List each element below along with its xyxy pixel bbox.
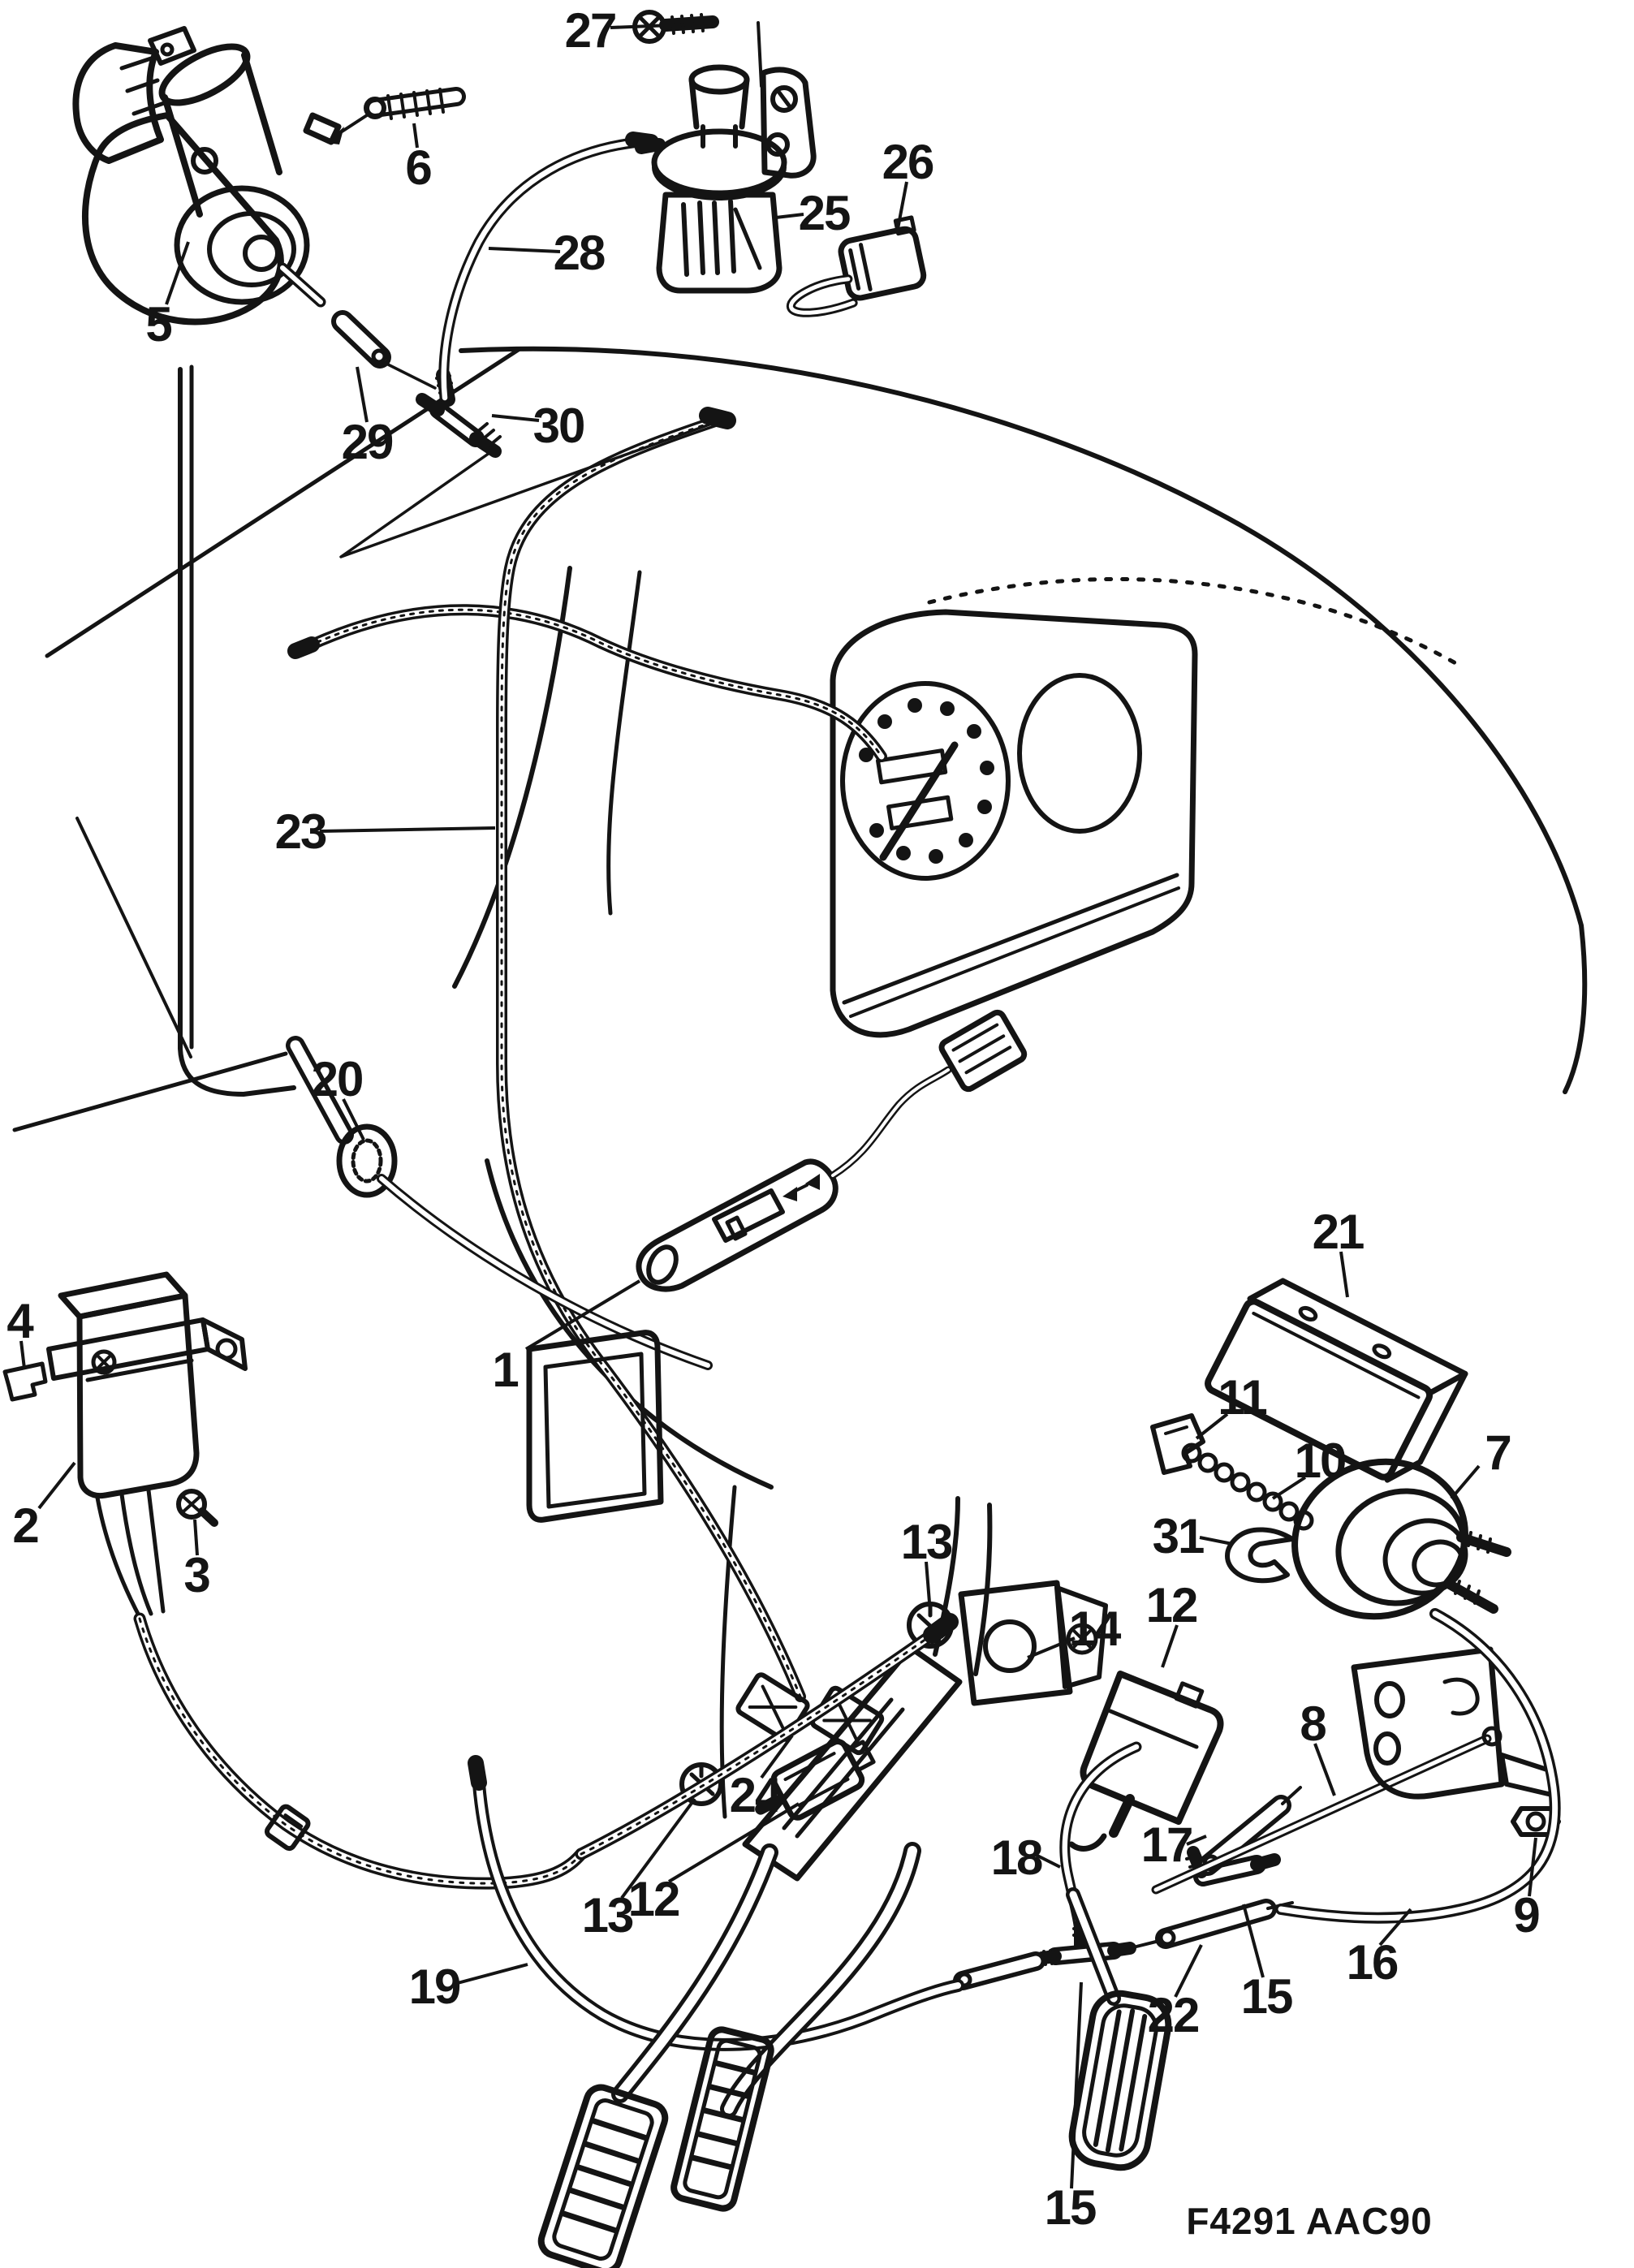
pump-canister (158, 43, 282, 218)
clutch-pedal (537, 1843, 778, 2268)
callout-31: 31 (1152, 1509, 1205, 1563)
callout-24: 24 (729, 1768, 783, 1822)
drawing-code: F4291 AAC90 (1186, 2200, 1433, 2242)
leader-lines (19, 22, 1537, 2189)
callout-13-lower: 13 (581, 1888, 635, 1942)
threaded-fitting-6 (326, 87, 466, 144)
cruise-vacuum-pump (72, 26, 342, 326)
callout-29: 29 (341, 415, 394, 469)
callout-21: 21 (1312, 1205, 1365, 1259)
pedal-switch-left (755, 1739, 876, 1821)
hose-19 (468, 1755, 964, 2051)
stalk-switch (636, 1009, 1028, 1292)
speedometer-cable-upper (287, 604, 887, 762)
grommet-20 (286, 1036, 713, 1370)
tube-left-of-tee (953, 1951, 1046, 1990)
console-opening (526, 1330, 664, 1523)
callout-26: 26 (882, 135, 935, 189)
arrow-left-icon (783, 1187, 797, 1201)
cable-clamp (264, 1804, 311, 1852)
clip-4 (2, 1361, 48, 1402)
callout-15-bottom: 15 (1044, 2180, 1097, 2235)
control-module (2, 1271, 588, 1890)
brake-pedal (670, 1842, 921, 2212)
hose-16 (1275, 1608, 1561, 1924)
callout-10: 10 (1294, 1434, 1347, 1488)
callout-25: 25 (798, 186, 851, 240)
chain-10 (1181, 1442, 1314, 1531)
callout-4: 4 (6, 1294, 33, 1348)
pump-diaphragm (174, 185, 310, 305)
vacuum-actuator-7 (1291, 1458, 1511, 1620)
callout-8: 8 (1300, 1697, 1326, 1751)
callout-5: 5 (145, 297, 172, 351)
sleeve-29 (331, 310, 437, 390)
callout-17: 17 (1140, 1817, 1194, 1872)
bracket-plate-14 (958, 1580, 1073, 1706)
speedometer-needle (879, 741, 959, 861)
callout-18: 18 (990, 1830, 1044, 1885)
speedometer-dial (840, 681, 1011, 881)
speedometer-ticks (859, 698, 994, 864)
dashboard-outline (12, 346, 1588, 1819)
callout-27: 27 (564, 3, 618, 58)
screw-3 (176, 1489, 207, 1520)
callout-12-upper: 12 (1145, 1578, 1199, 1632)
callout-16: 16 (1346, 1935, 1399, 1990)
callout-2: 2 (12, 1498, 39, 1553)
callout-15-right: 15 (1240, 1969, 1294, 2024)
valve-bracket (760, 67, 817, 179)
callout-19: 19 (408, 1960, 462, 2014)
pedal-bracket (575, 1496, 1108, 1882)
u-clip-31 (1225, 1527, 1295, 1584)
accelerator-pedal (1066, 1887, 1172, 2171)
actuator-bracket (1351, 1646, 1561, 1837)
callout-23: 23 (274, 804, 328, 859)
cable-23 (339, 407, 806, 1702)
arrow-right-icon (805, 1174, 820, 1190)
callout-14: 14 (1068, 1602, 1122, 1656)
callout-28: 28 (553, 226, 606, 280)
callout-30: 30 (532, 399, 586, 453)
pump-connector (72, 42, 164, 164)
callout-11: 11 (1218, 1370, 1267, 1425)
tube-22 (1128, 1899, 1294, 1950)
vacuum-hose-28 (438, 132, 659, 403)
callout-13-upper: 13 (900, 1515, 954, 1569)
callout-12-lower: 12 (627, 1872, 681, 1926)
damper-box-21 (1205, 1278, 1468, 1483)
gauge-dial (1017, 673, 1142, 834)
callout-9: 9 (1513, 1888, 1540, 1942)
vent-valve-25 (635, 64, 817, 294)
instrument-cluster (830, 609, 1198, 1038)
connector-26 (786, 215, 927, 317)
arrowhead (326, 127, 344, 144)
valve-body (656, 192, 783, 294)
pump-body (81, 112, 284, 326)
pedal-switch-right (1068, 1671, 1224, 1852)
callout-22: 22 (1147, 1988, 1201, 2042)
callout-1: 1 (492, 1343, 519, 1397)
callout-6: 6 (405, 140, 432, 195)
callout-3: 3 (183, 1548, 210, 1602)
callout-7: 7 (1485, 1425, 1511, 1480)
module-strap (46, 1317, 210, 1381)
callout-20: 20 (311, 1052, 364, 1106)
